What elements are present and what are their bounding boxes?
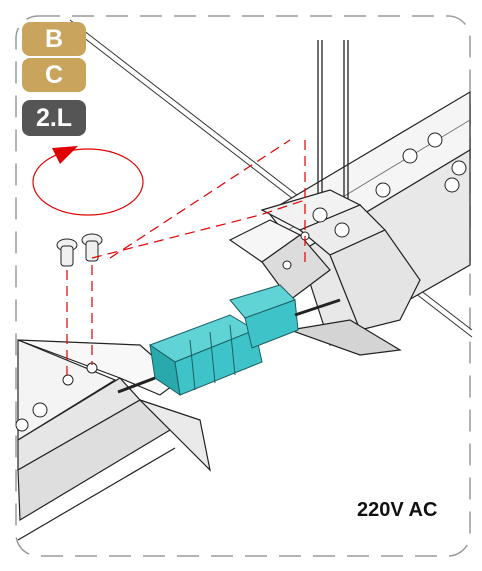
terminal-block-icon <box>117 284 341 397</box>
step-badge-b: B <box>22 22 86 56</box>
rotate-clockwise-icon <box>32 146 144 216</box>
screw-icon <box>282 207 350 270</box>
suspension-bracket <box>228 189 421 356</box>
dashed-frame <box>15 15 471 557</box>
loose-screws <box>56 233 103 267</box>
suspension-wires <box>317 40 349 225</box>
guide-lines <box>66 139 306 375</box>
step-badge-c: C <box>22 58 86 92</box>
voltage-label: 220V AC <box>357 499 438 521</box>
screw-icon <box>15 362 98 432</box>
step-badge-2l: 2.L <box>22 100 86 136</box>
screw-icon <box>375 132 467 198</box>
left-luminaire-body <box>15 339 211 541</box>
